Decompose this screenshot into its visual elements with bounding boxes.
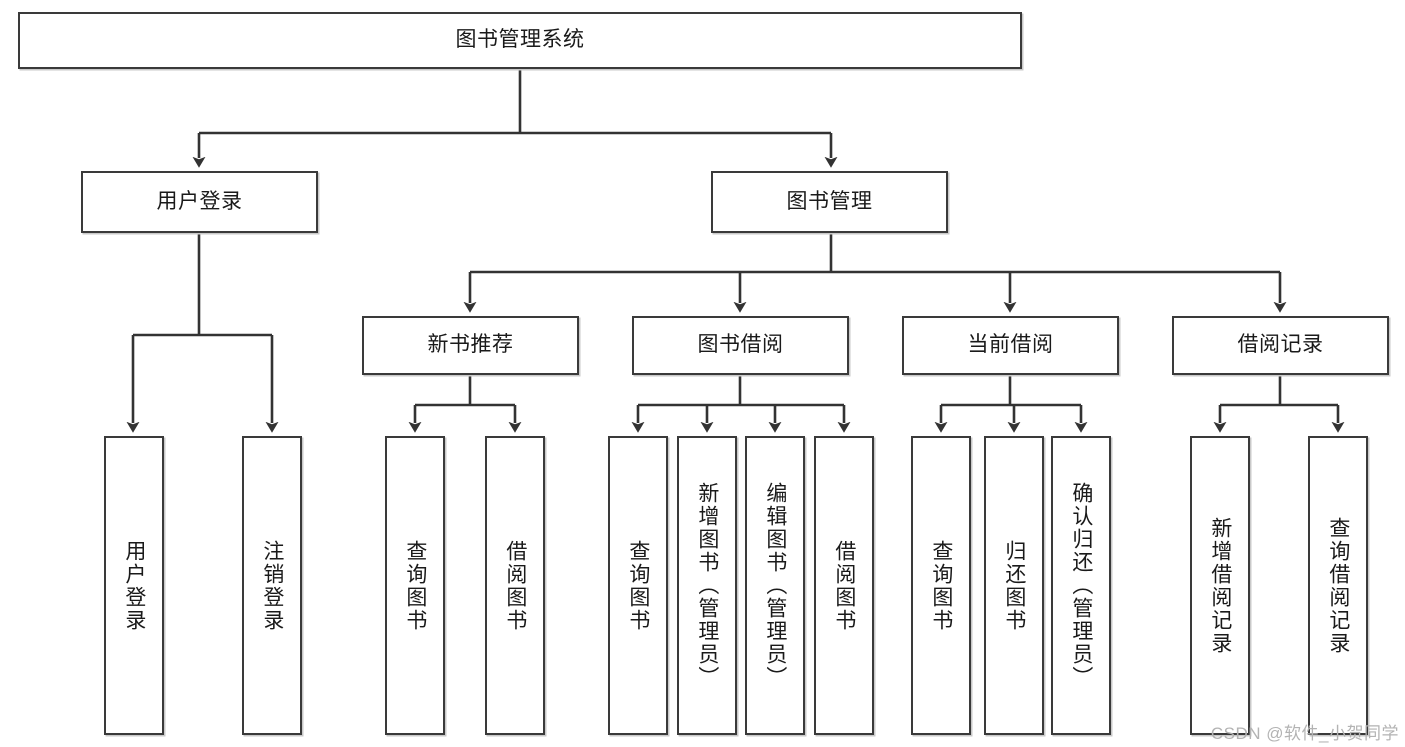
- node-label: 新增图书（管理员）: [695, 482, 719, 689]
- leaf-edit-book-admin[interactable]: 编辑图书（管理员）: [745, 436, 805, 735]
- leaf-query-borrow-record[interactable]: 查询借阅记录: [1308, 436, 1368, 735]
- node-label: 编辑图书（管理员）: [763, 482, 787, 689]
- leaf-query-books-borrowing[interactable]: 查询图书: [608, 436, 668, 735]
- leaf-return-books[interactable]: 归还图书: [984, 436, 1044, 735]
- leaf-add-borrow-record[interactable]: 新增借阅记录: [1190, 436, 1250, 735]
- node-label: 图书管理: [786, 189, 873, 213]
- leaf-add-book-admin[interactable]: 新增图书（管理员）: [677, 436, 737, 735]
- node-label: 新增借阅记录: [1208, 516, 1232, 655]
- leaf-confirm-return-admin[interactable]: 确认归还（管理员）: [1051, 436, 1111, 735]
- node-label: 借阅记录: [1237, 333, 1324, 357]
- node-borrowing-records[interactable]: 借阅记录: [1172, 316, 1389, 375]
- node-label: 查询图书: [626, 539, 650, 632]
- node-current-borrowing[interactable]: 当前借阅: [902, 316, 1119, 375]
- leaf-borrow-books-recommend[interactable]: 借阅图书: [485, 436, 545, 735]
- node-label: 用户登录: [156, 189, 243, 213]
- node-label: 借阅图书: [503, 539, 527, 632]
- node-book-management[interactable]: 图书管理: [711, 171, 948, 233]
- node-label: 借阅图书: [832, 539, 856, 632]
- leaf-borrow-books[interactable]: 借阅图书: [814, 436, 874, 735]
- leaf-query-books-recommend[interactable]: 查询图书: [385, 436, 445, 735]
- node-label: 图书管理系统: [455, 28, 585, 52]
- node-user-login[interactable]: 用户登录: [81, 171, 318, 233]
- node-label: 用户登录: [122, 539, 146, 632]
- watermark: CSDN @软件_小贺同学: [1210, 724, 1399, 743]
- leaf-logout[interactable]: 注销登录: [242, 436, 302, 735]
- node-label: 注销登录: [260, 539, 284, 632]
- node-new-book-recommendation[interactable]: 新书推荐: [362, 316, 579, 375]
- node-book-borrowing[interactable]: 图书借阅: [632, 316, 849, 375]
- node-label: 归还图书: [1002, 539, 1026, 632]
- node-label: 查询图书: [403, 539, 427, 632]
- node-label: 查询图书: [929, 539, 953, 632]
- leaf-query-books-current[interactable]: 查询图书: [911, 436, 971, 735]
- leaf-user-login[interactable]: 用户登录: [104, 436, 164, 735]
- node-label: 确认归还（管理员）: [1069, 482, 1093, 689]
- node-label: 图书借阅: [697, 333, 784, 357]
- node-label: 查询借阅记录: [1326, 516, 1350, 655]
- node-label: 当前借阅: [967, 333, 1054, 357]
- node-label: 新书推荐: [427, 333, 514, 357]
- node-root[interactable]: 图书管理系统: [18, 12, 1022, 69]
